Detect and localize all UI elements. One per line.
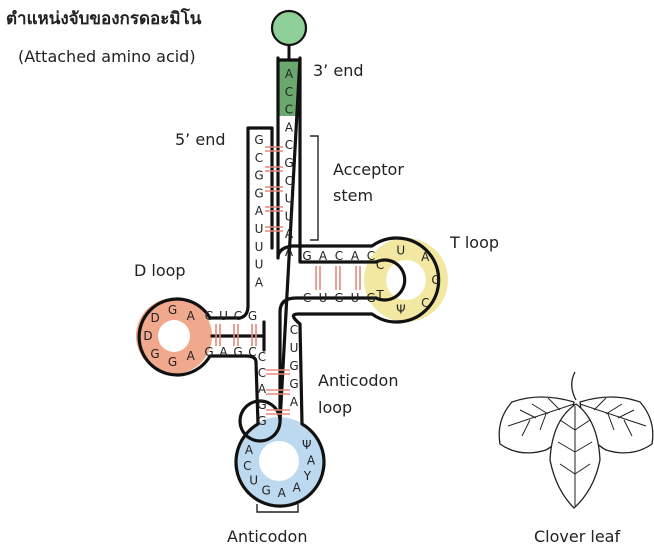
base-acceptor_3prime_strand-8: U xyxy=(285,192,294,206)
base-d_stem_bottom-4: C xyxy=(248,345,256,359)
d-loop-hole xyxy=(158,320,190,352)
base-acceptor_5prime_strand-2: C xyxy=(255,151,263,165)
base-d_loop-3: D xyxy=(150,311,159,325)
base-t_stem_bottom-1: C xyxy=(303,291,311,305)
base-t_loop-6: Ψ xyxy=(396,303,405,317)
acceptor-bracket xyxy=(310,136,318,240)
base-d_stem_bottom-3: G xyxy=(233,345,242,359)
d-loop-label: D loop xyxy=(134,261,186,280)
base-t_stem_top-5: C xyxy=(367,249,375,263)
base-anticodon_loop-7: Y xyxy=(303,469,312,483)
base-acceptor_3prime_strand-10: A xyxy=(285,227,294,241)
base-d_loop-5: G xyxy=(150,347,159,361)
base-acceptor_3prime_strand-5: C xyxy=(285,138,293,152)
base-acceptor_5prime_strand-9: A xyxy=(255,275,264,289)
base-acceptor_3prime_strand-6: G xyxy=(284,156,293,170)
base-acceptor_3prime_strand-9: U xyxy=(285,209,294,223)
anticodon-loop-hole xyxy=(259,441,299,481)
base-acceptor_3prime_strand-1: A xyxy=(285,67,294,81)
five-end-label: 5’ end xyxy=(175,130,226,149)
base-t_stem_bottom-4: U xyxy=(351,291,360,305)
base-anticodon_loop-1: A xyxy=(245,443,254,457)
anticodon-loop-label-line2: loop xyxy=(318,398,352,417)
acceptor-label-line1: Acceptor xyxy=(333,160,404,179)
base-anticodon_stem_left-5: G xyxy=(257,414,266,428)
base-acceptor_5prime_strand-5: A xyxy=(255,204,264,218)
three-end-label: 3’ end xyxy=(313,61,364,80)
base-acceptor_3prime_strand-3: C xyxy=(285,103,293,117)
base-t_loop-4: G xyxy=(431,273,440,287)
base-anticodon_stem_right-5: A xyxy=(290,395,299,409)
base-t_stem_top-3: C xyxy=(335,249,343,263)
base-t_stem_bottom-5: G xyxy=(366,291,375,305)
base-acceptor_3prime_strand-2: C xyxy=(285,85,293,99)
base-acceptor_3prime_strand-4: A xyxy=(285,120,294,134)
anticodon-label: Anticodon xyxy=(227,527,307,546)
base-acceptor_5prime_strand-3: G xyxy=(254,169,263,183)
base-anticodon_loop-3: U xyxy=(249,473,258,487)
base-t_loop-5: C xyxy=(421,296,429,310)
base-acceptor_5prime_strand-8: U xyxy=(255,258,264,272)
base-t_stem_bottom-3: G xyxy=(334,291,343,305)
base-d_stem_bottom-2: A xyxy=(219,345,228,359)
base-acceptor_5prime_strand-7: U xyxy=(255,240,264,254)
base-t_loop-7: T xyxy=(375,288,384,302)
base-anticodon_stem_right-3: G xyxy=(289,359,298,373)
base-acceptor_3prime_strand-11: A xyxy=(285,245,294,259)
base-anticodon_loop-6: A xyxy=(293,481,302,495)
base-t_stem_top-4: A xyxy=(351,249,360,263)
base-anticodon_loop-2: C xyxy=(243,459,251,473)
base-anticodon_stem_left-2: C xyxy=(258,366,266,380)
base-d_stem_bottom-1: G xyxy=(204,345,213,359)
base-anticodon_loop-9: Ψ xyxy=(302,438,311,452)
acceptor-label-line2: stem xyxy=(333,186,373,205)
clover-leaf-icon xyxy=(499,372,653,508)
clover-leaf-label: Clover leaf xyxy=(534,527,620,546)
base-anticodon_stem_right-4: G xyxy=(289,377,298,391)
base-d_loop-1: A xyxy=(187,309,196,323)
base-d_loop-4: D xyxy=(143,329,152,343)
title-sub: (Attached amino acid) xyxy=(18,47,196,66)
t-loop-label: T loop xyxy=(449,233,499,252)
base-anticodon_stem_left-1: C xyxy=(258,350,266,364)
base-d_loop-6: G xyxy=(168,355,177,369)
base-anticodon_loop-8: A xyxy=(307,453,316,467)
base-t_loop-2: U xyxy=(396,243,405,257)
base-acceptor_3prime_strand-7: C xyxy=(285,174,293,188)
base-t_stem_top-1: G xyxy=(302,249,311,263)
base-anticodon_loop-5: A xyxy=(278,486,287,500)
base-anticodon_stem_left-3: A xyxy=(258,382,267,396)
base-d_loop-2: G xyxy=(168,303,177,317)
clover-stem xyxy=(572,372,576,400)
base-d_stem_top-1: C xyxy=(205,309,213,323)
base-anticodon_stem_left-4: G xyxy=(257,398,266,412)
base-t_loop-1: C xyxy=(376,258,384,272)
base-anticodon_loop-4: G xyxy=(261,483,270,497)
amino-acid-circle-icon xyxy=(272,11,306,45)
base-t_stem_bottom-2: U xyxy=(319,291,328,305)
base-acceptor_5prime_strand-6: U xyxy=(255,222,264,236)
base-d_stem_top-3: C xyxy=(234,309,242,323)
base-acceptor_5prime_strand-1: G xyxy=(254,133,263,147)
base-anticodon_stem_right-1: C xyxy=(290,323,298,337)
base-d_stem_top-2: U xyxy=(219,309,228,323)
base-anticodon_stem_right-2: U xyxy=(290,341,299,355)
base-d_loop-7: A xyxy=(187,349,196,363)
title-thai: ตำแหน่งจับของกรดอะมิโน xyxy=(6,8,202,29)
base-t_loop-3: A xyxy=(421,250,430,264)
base-t_stem_top-2: A xyxy=(319,249,328,263)
base-acceptor_5prime_strand-4: G xyxy=(254,186,263,200)
base-d_stem_top-4: G xyxy=(248,309,257,323)
anticodon-loop-label-line1: Anticodon xyxy=(318,371,398,390)
